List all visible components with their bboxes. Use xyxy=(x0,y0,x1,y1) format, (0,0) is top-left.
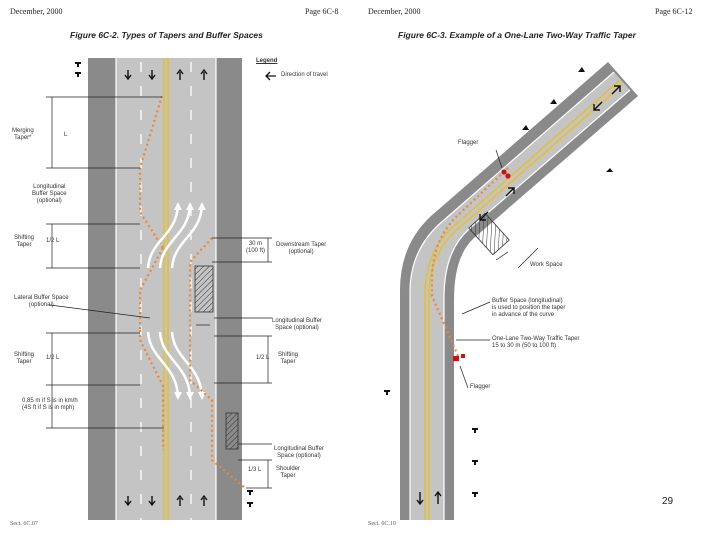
label-merging-taper: Merging Taper* xyxy=(12,128,34,141)
lane-shift-curves xyxy=(146,205,204,397)
one-lane-taper-diagram xyxy=(384,62,638,520)
curved-roadway xyxy=(410,72,630,520)
label-long-buffer-right: Longitudinal Buffer Space (optional) xyxy=(272,318,322,331)
label-downstream-dist: 30 m (100 ft) xyxy=(246,241,266,254)
curve-direction-arrows xyxy=(416,85,621,506)
label-half-l-2: 1/2 L xyxy=(46,355,60,361)
right-dimension-lines xyxy=(196,237,272,489)
right-leader-lines xyxy=(456,149,539,389)
label-long-buffer-right-2: Longitudinal Buffer Space (optional) xyxy=(274,446,324,459)
tapers-diagram xyxy=(46,58,276,520)
label-buffer-space: Buffer Space (longitudinal) is used to p… xyxy=(492,298,566,318)
top-direction-arrows xyxy=(124,68,208,81)
label-half-l-right: 1/2 L xyxy=(256,355,270,361)
label-work-space: Work Space xyxy=(530,262,563,268)
legend-title: Legend xyxy=(256,58,278,64)
right-figure-title: Figure 6C-3. Example of a One-Lane Two-W… xyxy=(398,30,636,40)
left-shoulder xyxy=(88,58,116,520)
bottom-direction-arrows xyxy=(124,494,208,507)
right-shoulder xyxy=(216,58,242,520)
work-space-box xyxy=(468,212,510,256)
label-flagger-bottom: Flagger xyxy=(470,384,491,390)
shifting-taper-left xyxy=(138,330,165,450)
left-header-page: Page 6C-8 xyxy=(305,7,339,16)
label-lateral-buffer: Lateral Buffer Space (optional) xyxy=(14,295,69,308)
left-figure-title: Figure 6C-2. Types of Tapers and Buffer … xyxy=(70,30,263,40)
label-shifting-taper: Shifting Taper xyxy=(14,235,35,248)
left-footer: Sect. 6C.07 xyxy=(10,521,38,527)
left-dimension-lines xyxy=(46,96,164,429)
slide-number: 29 xyxy=(662,496,674,507)
left-figure-page: December, 2000 Page 6C-8 Figure 6C-2. Ty… xyxy=(0,0,352,540)
right-header-date: December, 2000 xyxy=(368,7,421,16)
right-footer: Sect. 6C.10 xyxy=(368,521,396,527)
label-half-l: 1/2 L xyxy=(46,238,60,244)
right-figure-page: December, 2000 Page 6C-12 Figure 6C-3. E… xyxy=(358,0,720,540)
legend-arrow-icon xyxy=(265,71,276,81)
label-longitudinal-buffer: Longitudinal Buffer Space (optional) xyxy=(32,184,67,204)
label-shifting-taper-right: Shifting Taper xyxy=(278,352,299,365)
label-downstream-taper: Downstream Taper (optional) xyxy=(276,242,327,255)
left-header-date: December, 2000 xyxy=(10,7,63,16)
label-third-l: 1/3 L xyxy=(248,467,262,473)
right-header-page: Page 6C-12 xyxy=(655,7,693,16)
label-flagger-top: Flagger xyxy=(458,140,479,146)
sign-icons xyxy=(75,62,253,507)
label-shoulder-taper: Shoulder Taper xyxy=(276,466,301,479)
flagger-bottom-icon xyxy=(453,356,459,361)
flagger-top-icon xyxy=(501,169,507,175)
curve-centerline-b xyxy=(428,83,624,520)
downstream-taper xyxy=(188,237,246,489)
curve-sign-icons xyxy=(384,67,613,497)
label-merging-l: L xyxy=(64,132,68,138)
curve-centerline-a xyxy=(424,79,621,520)
label-note-085: 0.85 m if S is in km/h (4S ft if S is in… xyxy=(22,398,78,411)
label-shifting-taper-2: Shifting Taper xyxy=(14,352,35,365)
work-area-2 xyxy=(225,412,239,450)
legend-item: Direction of travel xyxy=(281,72,328,78)
label-taper-desc: One-Lane Two-Way Traffic Taper 15 to 30 … xyxy=(492,336,580,349)
one-lane-taper xyxy=(430,167,509,357)
work-area-1 xyxy=(194,265,214,313)
merging-taper xyxy=(138,95,164,249)
